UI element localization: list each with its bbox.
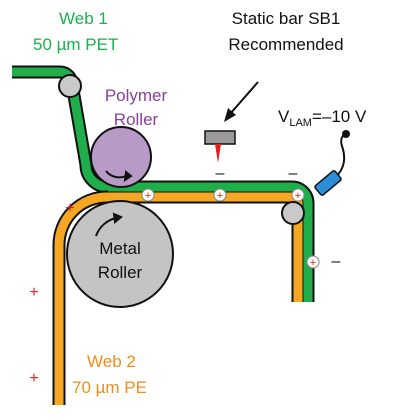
polymer-label-line2: Roller	[114, 110, 159, 129]
charge-marker-1: +	[141, 188, 155, 202]
charge-marker-4: +	[306, 255, 320, 269]
metal-label-line1: Metal	[99, 239, 141, 258]
static-bar-label-line2: Recommended	[228, 35, 343, 54]
charge-marker-3: +	[291, 188, 305, 202]
plus-sign-3: +	[29, 370, 38, 387]
web2-spec: 70 µm PE	[72, 378, 147, 397]
web2-name: Web 2	[87, 352, 136, 371]
polymer-label-line1: Polymer	[105, 86, 168, 105]
web1-spec: 50 µm PET	[33, 35, 118, 54]
web1-name: Web 1	[59, 9, 108, 28]
idler-roller-right	[281, 201, 305, 225]
pointer-arrow-icon	[224, 81, 259, 122]
voltage-probe-icon	[314, 130, 350, 196]
idler-roller-top	[58, 74, 82, 98]
metal-rotation-arrow-icon	[95, 212, 123, 237]
metal-roller	[66, 200, 174, 308]
svg-text:+: +	[295, 190, 301, 202]
minus-sign-right: –	[289, 165, 298, 182]
svg-text:+: +	[145, 190, 151, 202]
metal-label-line2: Roller	[98, 263, 143, 282]
minus-sign-down: –	[332, 253, 341, 270]
charge-marker-2: +	[213, 188, 227, 202]
static-bar-icon	[204, 130, 236, 163]
vlam-label: VLAM=–10 V	[278, 107, 367, 129]
plus-sign-2: +	[29, 284, 38, 301]
minus-sign-static: –	[216, 165, 225, 182]
polymer-rotation-arrow-icon	[105, 170, 133, 183]
plus-sign-1: +	[65, 200, 74, 217]
svg-text:+: +	[310, 257, 316, 269]
static-bar-label-line1: Static bar SB1	[232, 9, 341, 28]
svg-text:+: +	[217, 190, 223, 202]
